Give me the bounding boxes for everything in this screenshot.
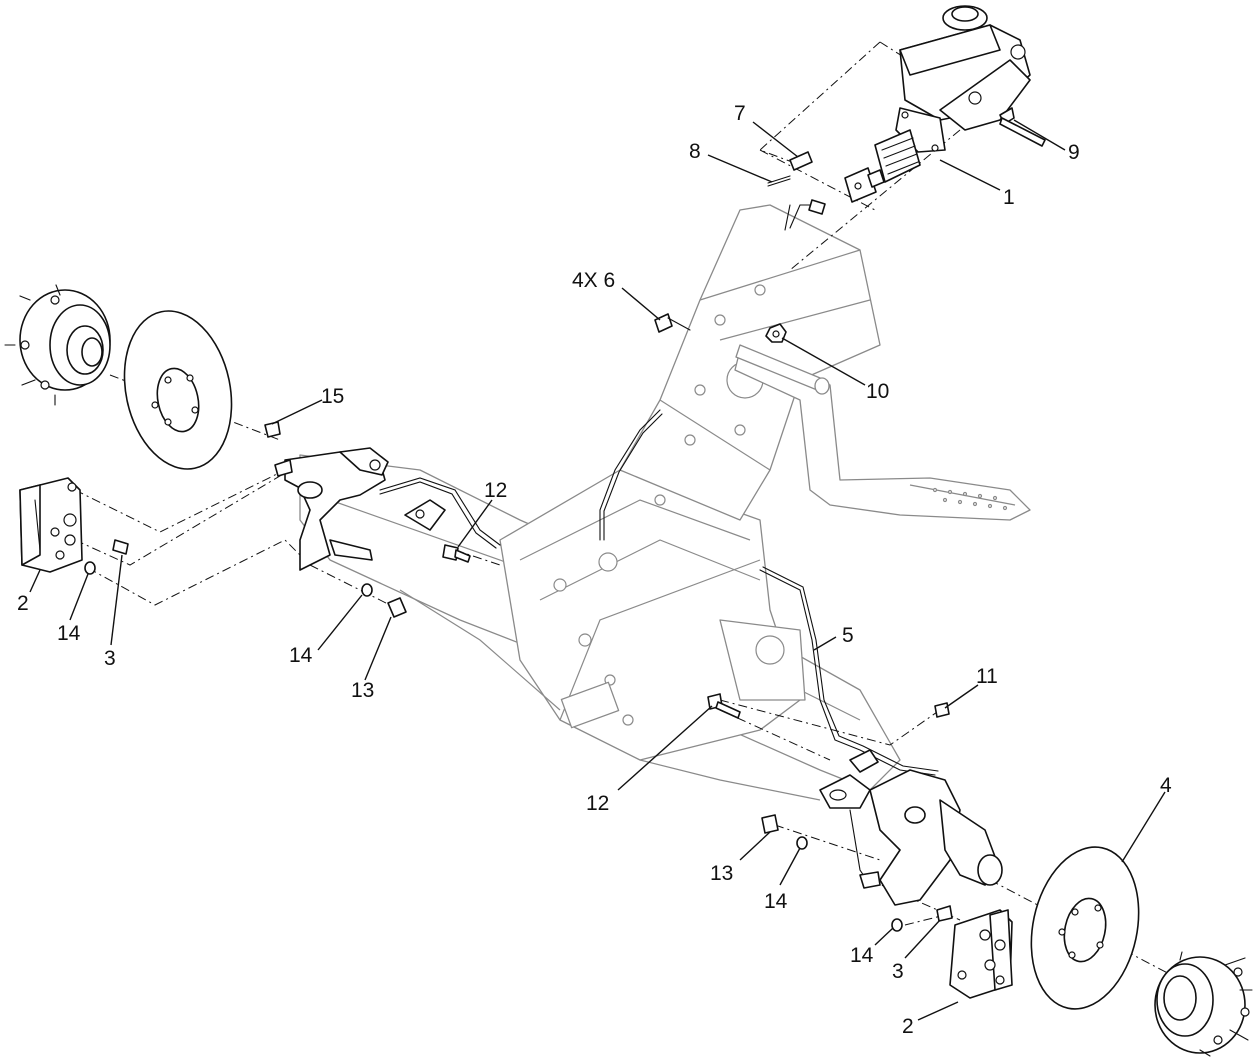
brake-lines (379, 204, 939, 883)
brake-rotor-right (1030, 846, 1140, 1010)
hub-left (4, 284, 111, 406)
callout-13-right: 13 (710, 862, 733, 885)
bolt-12-upper (442, 544, 471, 563)
brake-line-fitting-top (808, 199, 826, 215)
callout-5: 5 (842, 624, 854, 647)
hub-right (1154, 951, 1253, 1057)
clevis-pin (789, 151, 813, 171)
callout-14-left-1: 14 (57, 622, 81, 645)
spindle-knuckle-right (849, 749, 1003, 906)
callout-12-lower: 12 (586, 792, 609, 815)
washer-right-1 (796, 836, 808, 850)
bleeder-screw-left (112, 539, 129, 555)
hose-fitting-6 (654, 313, 691, 333)
washer-left-2 (361, 583, 373, 597)
steering-arm-right (819, 774, 871, 809)
callout-3-left: 3 (104, 647, 116, 670)
washer-left-1 (84, 561, 96, 575)
callout-6: 4X 6 (572, 269, 615, 292)
callout-4: 4 (1160, 774, 1172, 797)
brake-rotor-left (123, 310, 233, 470)
callout-11: 11 (976, 665, 998, 688)
brake-caliper-left (19, 477, 83, 573)
callout-14-right-2: 14 (850, 944, 874, 967)
pedal-pad-texture (932, 487, 1008, 511)
callout-14-left-2: 14 (289, 644, 313, 667)
callout-15: 15 (321, 385, 344, 408)
brake-caliper-right (949, 909, 1013, 999)
leader-lines (29, 119, 1166, 1021)
bolt-13-right (761, 814, 779, 834)
callout-10: 10 (866, 380, 889, 403)
callout-9: 9 (1068, 141, 1080, 164)
bleeder-screw-right (936, 905, 953, 922)
bolt-9 (999, 107, 1046, 147)
bolt-12-lower (707, 693, 741, 719)
nut-10 (765, 323, 787, 343)
callout-1: 1 (1003, 186, 1015, 209)
callout-2-right: 2 (902, 1015, 914, 1038)
chassis-frame (299, 204, 1031, 801)
bolt-11 (934, 702, 950, 718)
callout-7: 7 (734, 102, 746, 125)
callout-3-right: 3 (892, 960, 904, 983)
callout-labels: 1 7 8 9 4X 6 10 15 12 2 14 3 14 13 5 11 … (17, 102, 1172, 1038)
callout-2-left: 2 (17, 592, 29, 615)
steering-arm-left (404, 499, 446, 531)
master-cylinder (844, 5, 1031, 203)
washer-right-2 (891, 918, 903, 932)
callout-8: 8 (689, 140, 701, 163)
bolt-13-left (387, 597, 407, 618)
callout-14-right-1: 14 (764, 890, 788, 913)
callout-12-upper: 12 (484, 479, 507, 502)
spindle-knuckle-left (274, 447, 389, 571)
callout-13-left: 13 (351, 679, 374, 702)
